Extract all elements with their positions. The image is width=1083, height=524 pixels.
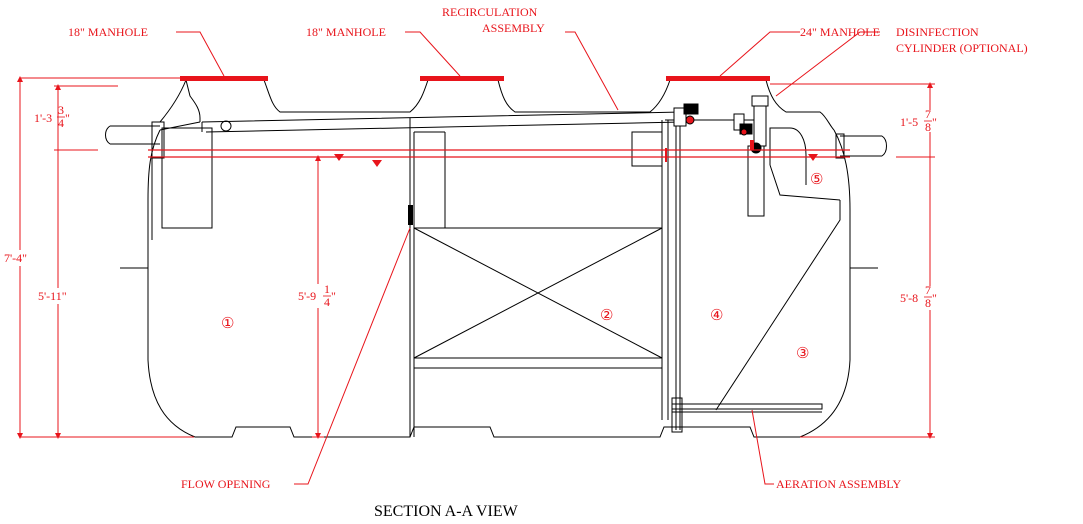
svg-text:8: 8 bbox=[925, 120, 931, 134]
svg-text:3: 3 bbox=[58, 103, 64, 117]
svg-text:4: 4 bbox=[58, 116, 64, 130]
svg-text:1'-3: 1'-3 bbox=[34, 111, 52, 125]
label-manhole-left: 18" MANHOLE bbox=[68, 25, 148, 39]
section-caption: SECTION A-A VIEW bbox=[374, 503, 519, 520]
svg-text:5'-9: 5'-9 bbox=[298, 289, 316, 303]
label-recirculation-2: ASSEMBLY bbox=[482, 21, 545, 35]
label-flow-opening: FLOW OPENING bbox=[181, 477, 271, 491]
dimension-ticks bbox=[17, 76, 933, 439]
label-aeration-assembly: AERATION ASSEMBLY bbox=[776, 477, 901, 491]
dimension-lines bbox=[19, 77, 935, 438]
dim-left-top: 1'-3 3 4 " bbox=[34, 103, 70, 130]
manhole-risers bbox=[180, 76, 770, 81]
svg-text:7: 7 bbox=[925, 107, 931, 121]
flow-opening-marker bbox=[408, 205, 413, 225]
svg-text:5'-8: 5'-8 bbox=[900, 291, 918, 305]
svg-text:7: 7 bbox=[925, 283, 931, 297]
recirculation-pipe bbox=[201, 111, 755, 133]
svg-text:": " bbox=[65, 111, 70, 125]
svg-text:": " bbox=[932, 115, 937, 129]
zone-1: ① bbox=[221, 316, 234, 332]
svg-text:4: 4 bbox=[324, 295, 330, 309]
label-disinfection-2: CYLINDER (OPTIONAL) bbox=[896, 41, 1028, 55]
pipes bbox=[105, 121, 887, 159]
svg-text:1'-5: 1'-5 bbox=[900, 115, 918, 129]
water-level-markers bbox=[334, 140, 818, 167]
dim-left-liquid: 5'-11" bbox=[38, 289, 67, 303]
partitions bbox=[409, 118, 841, 437]
dim-middle: 5'-9 1 4 " bbox=[296, 282, 342, 309]
water-level bbox=[148, 149, 850, 158]
zone-3: ③ bbox=[796, 346, 809, 362]
zone-2: ② bbox=[600, 308, 613, 324]
recirculation-valves bbox=[673, 103, 753, 136]
dim-left-overall: 7'-4" bbox=[4, 251, 27, 265]
label-manhole-middle: 18" MANHOLE bbox=[306, 25, 386, 39]
svg-text:": " bbox=[932, 291, 937, 305]
dim-right-liquid: 5'-8 7 8 " bbox=[898, 283, 944, 310]
label-recirculation-1: RECIRCULATION bbox=[442, 5, 538, 19]
svg-text:1: 1 bbox=[324, 282, 330, 296]
zone-4: ④ bbox=[710, 308, 723, 324]
label-manhole-right: 24" MANHOLE bbox=[800, 25, 880, 39]
label-disinfection-1: DISINFECTION bbox=[896, 25, 979, 39]
disinfection-cylinder bbox=[747, 95, 769, 217]
svg-text:": " bbox=[331, 289, 336, 303]
svg-text:8: 8 bbox=[925, 296, 931, 310]
dim-right-top: 1'-5 7 8 " bbox=[898, 107, 944, 134]
leader-lines bbox=[176, 31, 880, 485]
zone-5: ⑤ bbox=[810, 172, 823, 188]
inlet-baffle bbox=[151, 127, 213, 240]
